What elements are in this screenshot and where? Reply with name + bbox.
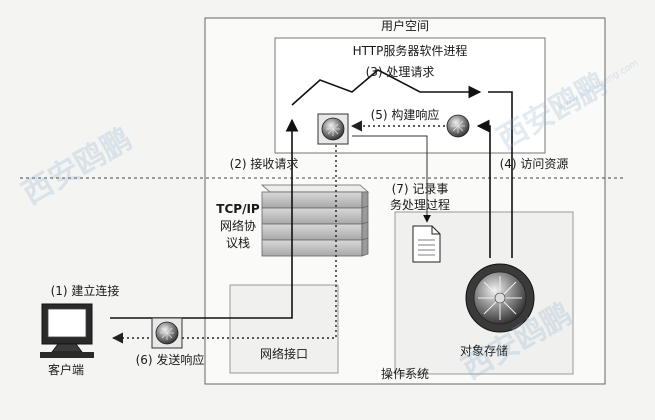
os-label: 操作系统	[381, 366, 429, 381]
tcp-stack-label-3: 议栈	[226, 235, 250, 250]
step-7-label-line2: 务处理过程	[390, 197, 450, 212]
tcp-stack-label-2: 网络协	[220, 218, 256, 233]
network-interface-box	[229, 284, 339, 374]
step-4-label: (4) 访问资源	[500, 157, 569, 171]
process-request-arrow	[291, 69, 482, 106]
log-transaction-arrow	[352, 135, 431, 223]
network-interface-label: 网络接口	[260, 346, 308, 361]
step-3-label: (3) 处理请求	[366, 65, 435, 79]
step-1-label: (1) 建立连接	[51, 283, 120, 298]
access-resource-up	[476, 119, 491, 258]
resource-gear-icon	[446, 114, 470, 138]
user-space-label: 用户空间	[381, 18, 429, 33]
tcp-ip-stack	[260, 184, 370, 257]
object-storage-disk-icon	[465, 263, 535, 333]
step-7-label-line1: (7) 记录事	[392, 182, 449, 196]
client-computer-icon	[40, 303, 94, 358]
send-response-arrow	[111, 140, 337, 344]
outgoing-response-gear-icon	[151, 317, 183, 349]
client-label: 客户端	[48, 362, 84, 377]
step-2-label: (2) 接收请求	[230, 156, 299, 171]
tcp-stack-label-1: TCP/IP	[216, 202, 260, 216]
watermark-brand-1: 西安鸥鹏	[17, 122, 138, 212]
access-resource-down	[488, 91, 513, 258]
step-5-label: (5) 构建响应	[371, 107, 440, 122]
step-6-label: (6) 发送响应	[136, 352, 205, 367]
http-process-label: HTTP服务器软件进程	[353, 43, 468, 58]
object-storage-label: 对象存储	[460, 343, 508, 358]
log-document-icon	[412, 225, 441, 263]
response-gear-icon	[317, 113, 349, 145]
